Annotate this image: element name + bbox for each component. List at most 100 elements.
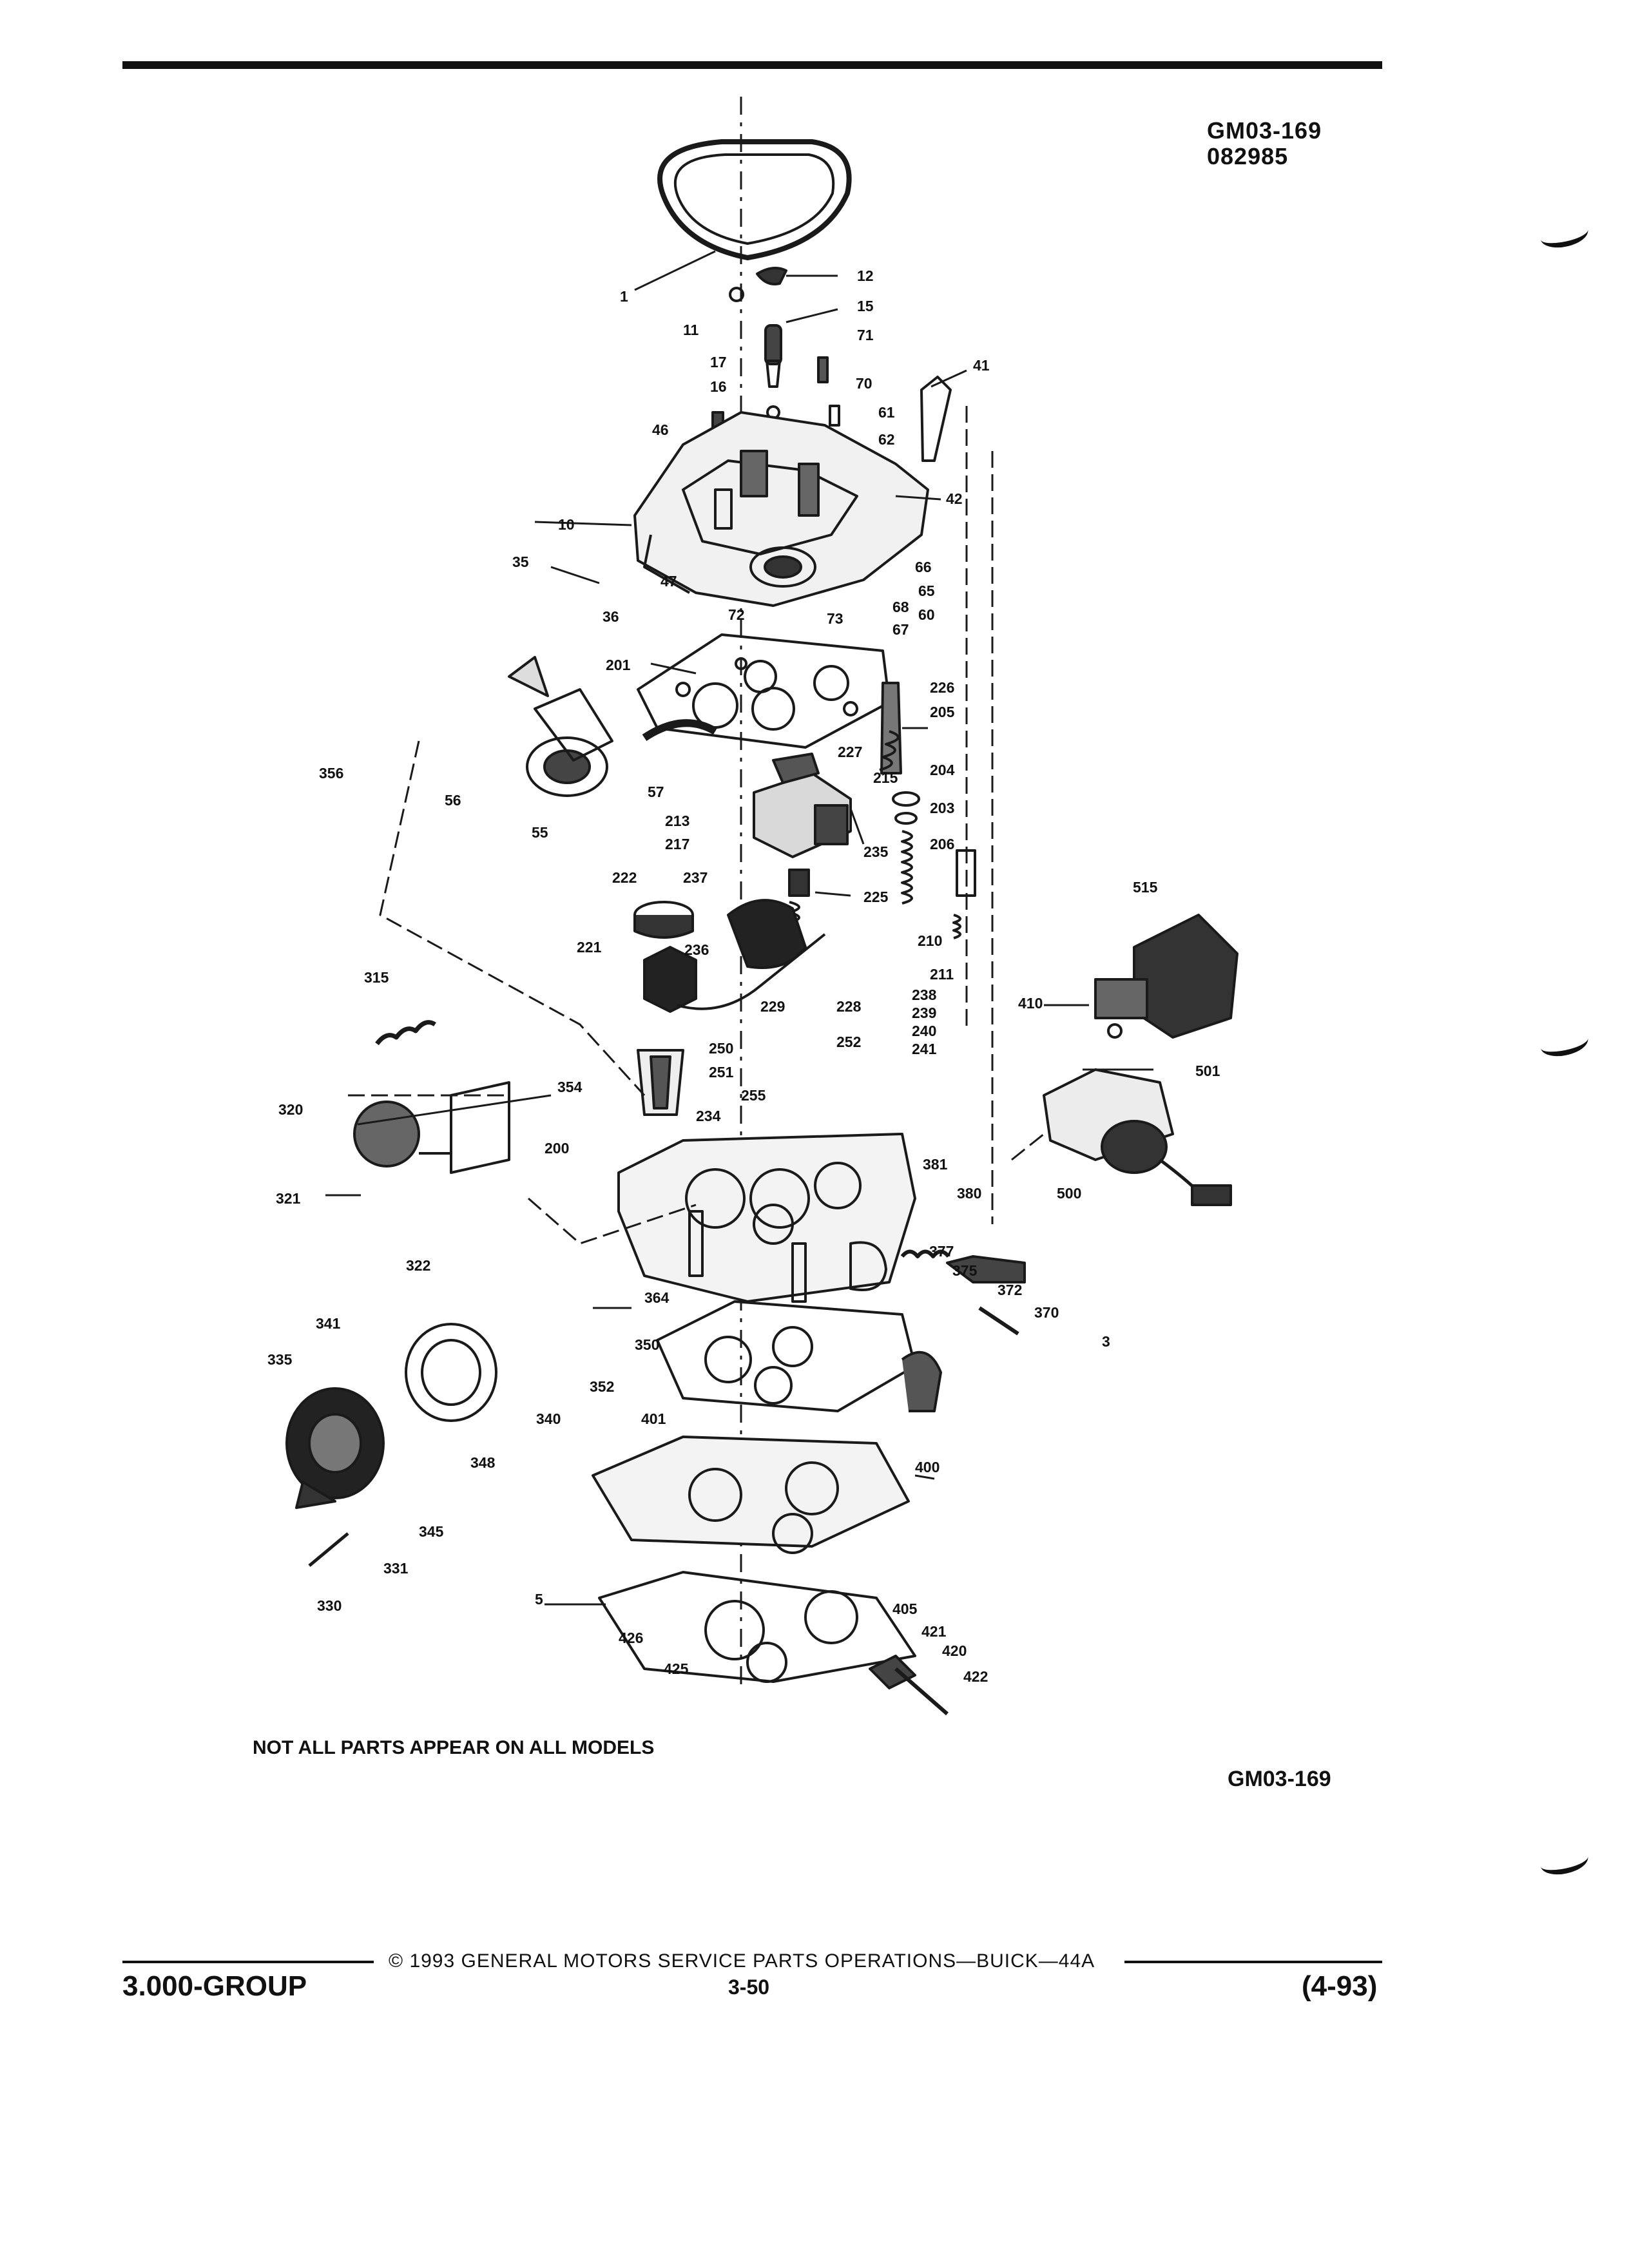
part-label-500: 500 [1057, 1185, 1081, 1202]
part-label-210: 210 [918, 932, 942, 949]
throttle-gaskets [592, 1300, 942, 1554]
throttle-base-plate [598, 1571, 916, 1683]
part-label-321: 321 [276, 1190, 301, 1207]
revision-date: (4-93) [1302, 1970, 1378, 2002]
part-label-15: 15 [857, 298, 874, 314]
idle-stop-solenoid [1094, 914, 1239, 1039]
part-label-228: 228 [836, 998, 862, 1015]
part-label-234: 234 [696, 1108, 721, 1124]
part-label-41: 41 [973, 357, 990, 374]
part-label-236: 236 [684, 941, 709, 958]
part-label-315: 315 [364, 969, 389, 986]
part-label-235: 235 [863, 843, 889, 860]
part-label-320: 320 [278, 1101, 303, 1118]
springs-and-screws [308, 1020, 1026, 1716]
footer-rule-right [1124, 1961, 1382, 1963]
part-label-200: 200 [545, 1140, 569, 1157]
part-label-203: 203 [930, 800, 954, 816]
part-label-36: 36 [602, 608, 619, 625]
diagram-code-bottom: GM03-169 [1228, 1767, 1331, 1791]
part-label-426: 426 [619, 1629, 643, 1646]
part-label-322: 322 [406, 1257, 430, 1274]
part-label-354: 354 [557, 1079, 583, 1095]
air-cleaner-gasket [657, 139, 852, 260]
part-label-350: 350 [635, 1336, 659, 1353]
part-label-57: 57 [648, 783, 664, 800]
part-label-381: 381 [923, 1156, 948, 1173]
part-label-204: 204 [930, 762, 955, 778]
part-label-201: 201 [606, 657, 631, 673]
callout-leaders [325, 250, 1153, 1606]
air-horn-body [633, 411, 929, 607]
diagram-date-code: 082985 [1207, 143, 1289, 169]
part-label-405: 405 [892, 1600, 918, 1617]
part-label-5: 5 [535, 1591, 543, 1608]
part-label-425: 425 [664, 1660, 689, 1677]
part-label-341: 341 [316, 1315, 341, 1332]
models-note: NOT ALL PARTS APPEAR ON ALL MODELS [253, 1737, 655, 1758]
part-label-421: 421 [921, 1623, 947, 1640]
part-label-375: 375 [952, 1262, 978, 1279]
part-label-227: 227 [838, 744, 862, 760]
float-bowl-body [617, 1133, 916, 1303]
part-label-352: 352 [590, 1378, 614, 1395]
part-label-62: 62 [878, 431, 895, 448]
part-label-46: 46 [652, 421, 669, 438]
part-label-377: 377 [929, 1243, 954, 1260]
part-label-11: 11 [683, 322, 699, 338]
part-label-211: 211 [930, 966, 954, 983]
part-label-251: 251 [709, 1064, 734, 1081]
group-number: 3.000-GROUP [122, 1970, 307, 2002]
footer-rule-left [122, 1961, 374, 1963]
part-label-222: 222 [612, 869, 637, 886]
part-label-380: 380 [957, 1185, 981, 1202]
part-label-73: 73 [827, 610, 843, 627]
part-label-515: 515 [1133, 879, 1158, 896]
part-label-348: 348 [470, 1454, 496, 1471]
part-label-252: 252 [836, 1033, 861, 1050]
diagram-code: GM03-169 [1207, 117, 1322, 144]
part-label-420: 420 [942, 1642, 967, 1659]
float-assembly [633, 899, 826, 1116]
page-number: 3-50 [728, 1975, 770, 1999]
part-label-65: 65 [918, 582, 935, 599]
part-label-229: 229 [760, 998, 785, 1015]
part-label-330: 330 [317, 1597, 342, 1614]
part-label-1: 1 [620, 288, 628, 305]
part-label-217: 217 [665, 836, 689, 852]
part-label-16: 16 [710, 378, 727, 395]
part-label-237: 237 [683, 869, 708, 886]
part-label-213: 213 [665, 812, 689, 829]
part-label-239: 239 [912, 1004, 936, 1021]
part-label-501: 501 [1195, 1062, 1220, 1079]
part-label-205: 205 [930, 704, 955, 720]
part-label-71: 71 [857, 327, 874, 343]
part-label-370: 370 [1034, 1304, 1059, 1321]
part-label-221: 221 [577, 939, 602, 956]
part-label-340: 340 [536, 1410, 561, 1427]
part-label-61: 61 [878, 404, 895, 421]
air-horn-gasket [637, 633, 891, 749]
part-label-70: 70 [856, 375, 872, 392]
part-label-226: 226 [930, 679, 954, 696]
part-label-12: 12 [857, 267, 874, 284]
part-label-364: 364 [644, 1289, 670, 1306]
part-label-60: 60 [918, 606, 935, 623]
part-label-67: 67 [892, 621, 909, 638]
copyright: © 1993 GENERAL MOTORS SERVICE PARTS OPER… [389, 1950, 1095, 1972]
part-label-331: 331 [383, 1560, 409, 1577]
part-label-17: 17 [710, 354, 727, 370]
part-label-356: 356 [319, 765, 343, 782]
part-label-240: 240 [912, 1023, 936, 1039]
part-label-250: 250 [709, 1040, 733, 1057]
part-label-56: 56 [445, 792, 461, 809]
part-label-238: 238 [912, 986, 937, 1003]
choke-thermostat-cover [285, 1323, 497, 1509]
part-label-255: 255 [741, 1087, 766, 1104]
part-label-68: 68 [892, 599, 909, 615]
part-label-66: 66 [915, 559, 932, 575]
part-label-47: 47 [660, 573, 677, 590]
mixture-control-parts [753, 682, 976, 939]
part-label-225: 225 [863, 889, 889, 905]
